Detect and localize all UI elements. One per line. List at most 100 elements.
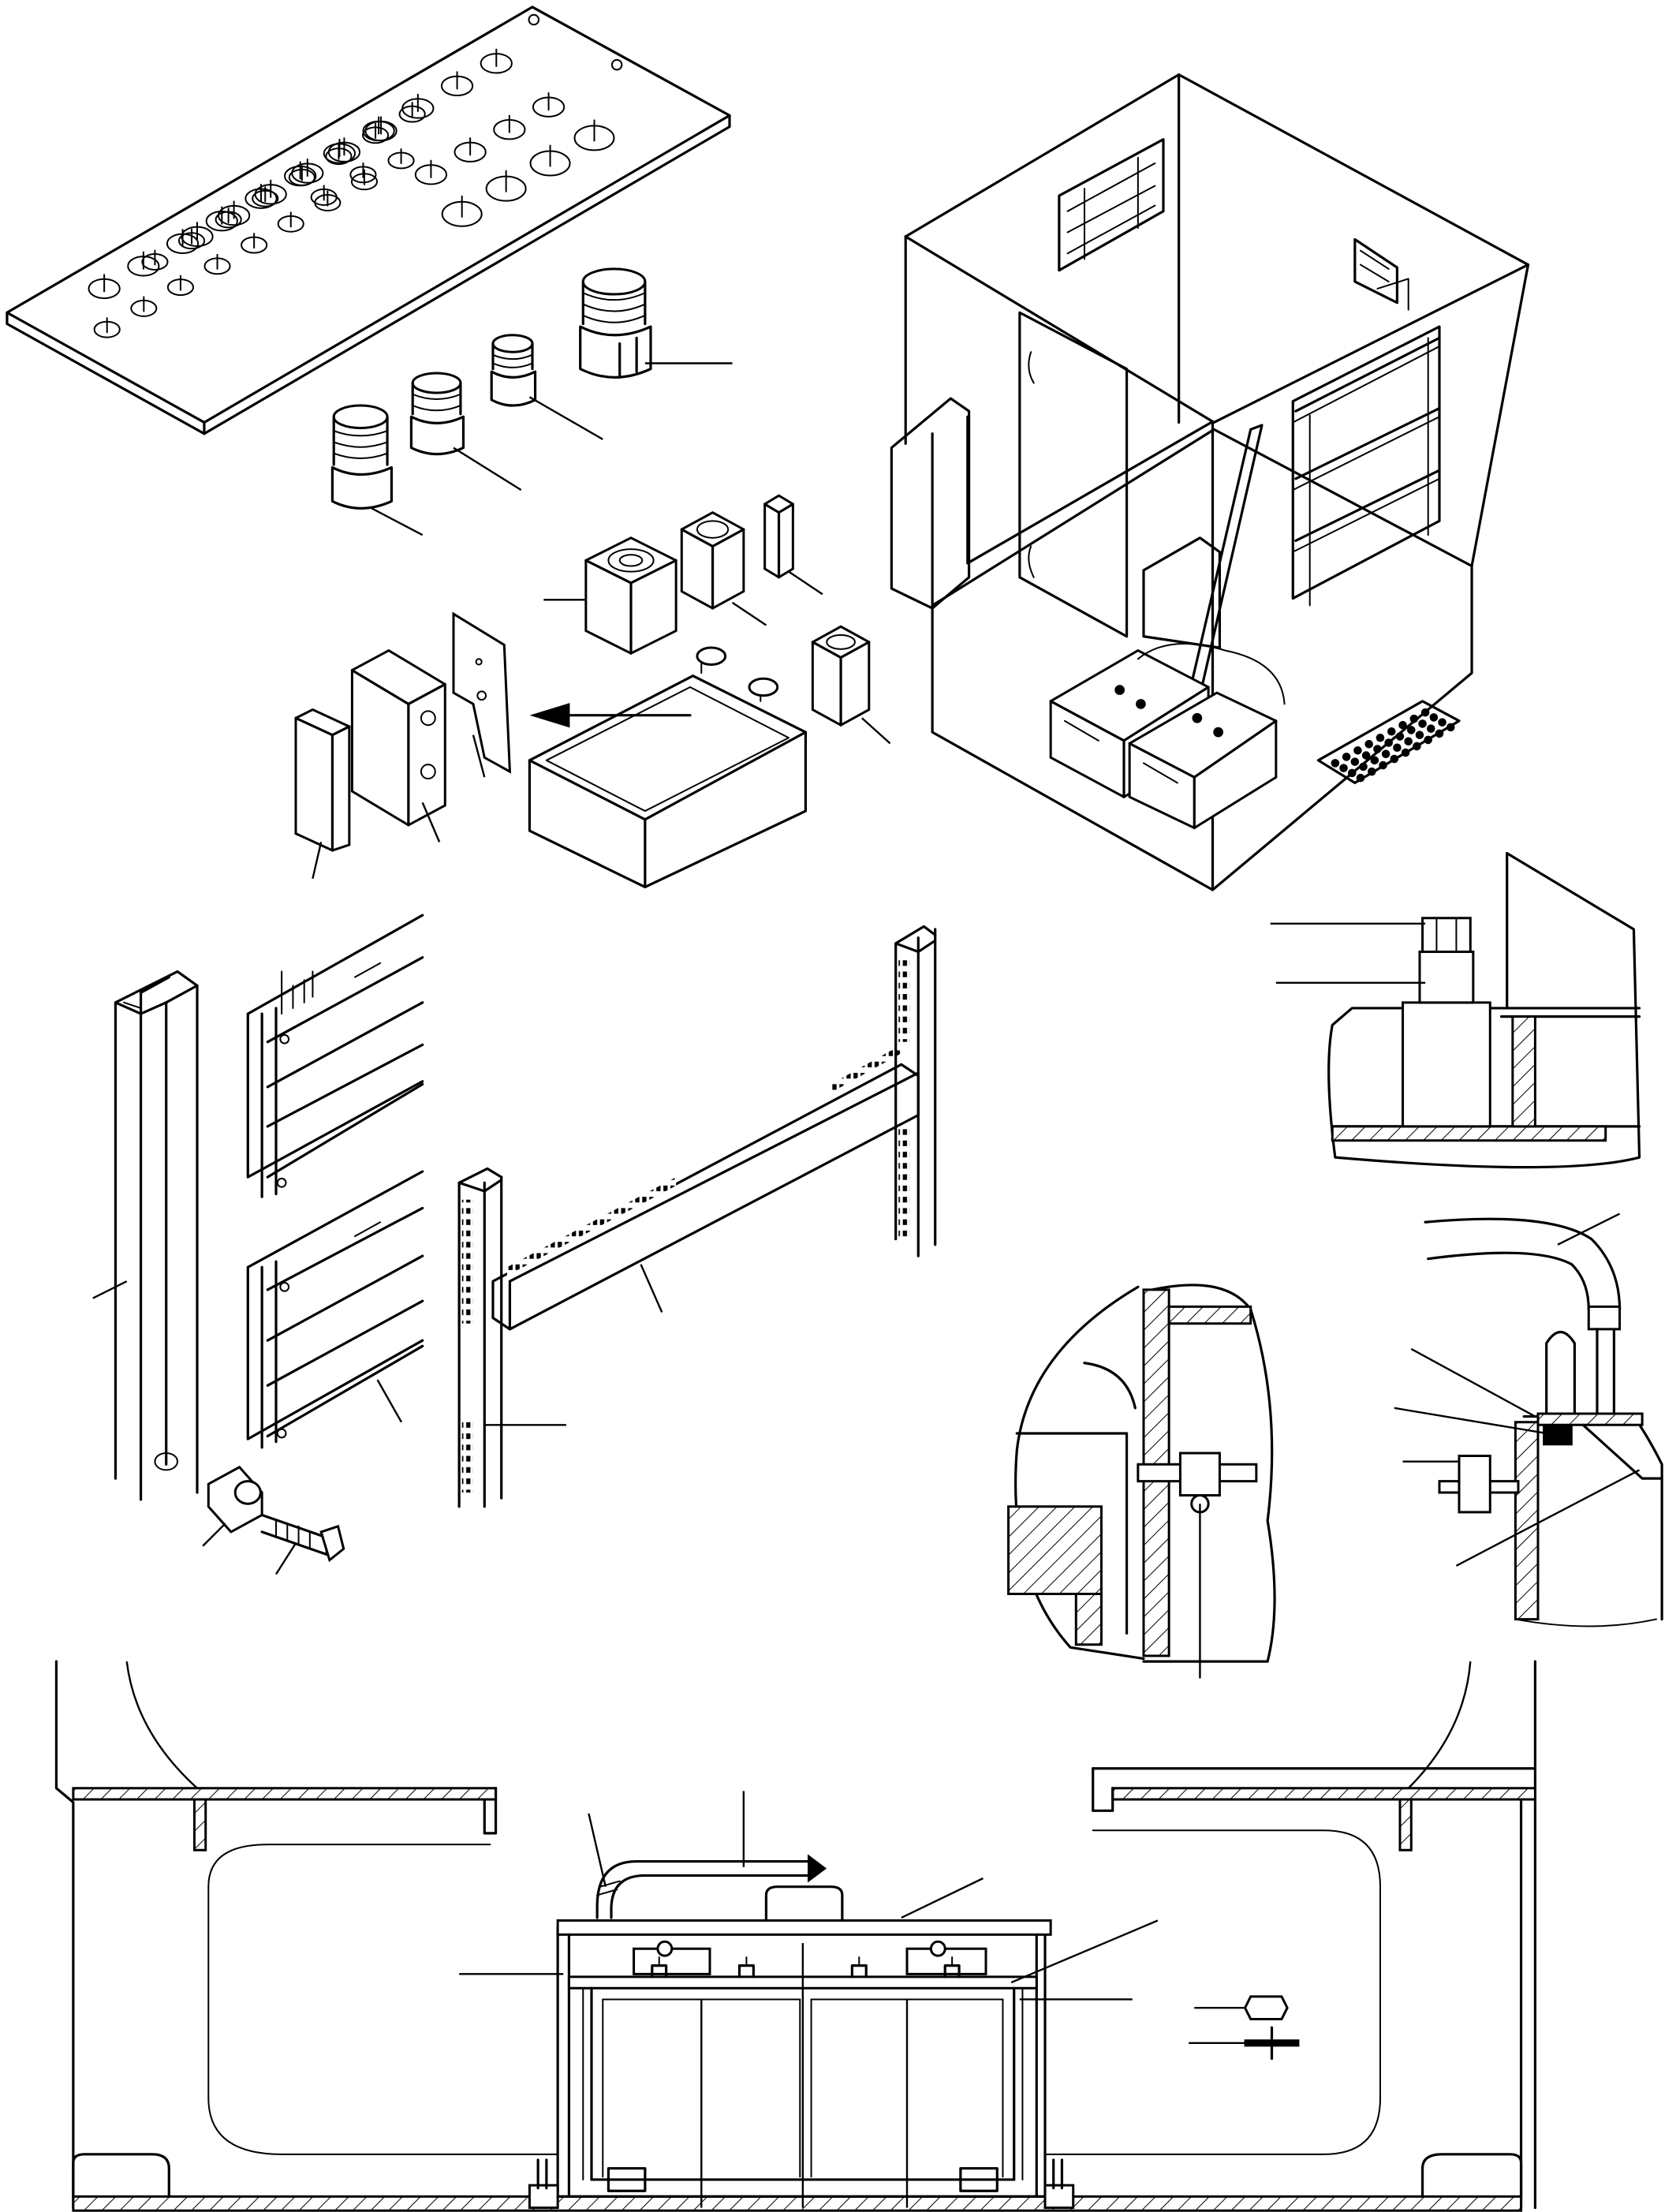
cable-glands [332,269,732,535]
plate-hole [363,124,388,143]
mini-hole [1447,724,1454,731]
post-right [896,926,935,1256]
mini-hole [1391,756,1398,763]
mini-hole [1399,722,1406,729]
mini-hole [1332,760,1339,767]
plate-hole [218,201,249,225]
plate-hole [481,50,512,73]
arrow [532,704,690,727]
mini-hole [1439,719,1446,726]
plate-hole [204,255,230,274]
plate-hole [442,72,472,95]
post-left [459,1168,566,1506]
plate-hole [142,251,167,270]
spacer-pin [765,495,823,594]
rack-frame [93,915,935,1574]
plate-hole [494,116,524,140]
cable-gland-medium [411,373,521,490]
plate-hole [326,145,351,164]
plate-bolt [740,1957,754,1977]
mini-hole [1357,775,1364,782]
plate-hole [487,171,526,201]
plate-holes [89,50,614,338]
plate-bolt [852,1957,866,1977]
plate-bolt [945,1957,959,1977]
mini-hole [1411,716,1418,723]
channel-upright-left [93,972,197,1500]
mini-hole [1377,734,1384,742]
mini-hole [1349,770,1356,777]
plate-bolt [652,1957,666,1977]
plate-hole [533,93,564,117]
plate-hole [131,297,156,316]
plate-hole [292,159,323,183]
mini-hole [1383,751,1390,758]
mini-plate-holes [1332,709,1454,782]
plate-hole [241,234,267,252]
clamp-detail [1009,1285,1275,1679]
spacer-block-right [812,626,890,743]
plate-hole [168,276,193,295]
mini-hole [1372,757,1379,764]
mini-hole [1340,764,1347,772]
cable-gland-large [580,269,733,377]
plate-hole [442,196,482,226]
gland-plate [7,7,730,434]
mini-hole [1363,752,1370,759]
plate-hole [278,212,304,231]
mini-hole [1402,749,1409,757]
anchor-detail [1271,854,1640,1168]
mini-hole [1360,764,1367,771]
plate-hole [181,222,212,246]
plate-hole [256,181,286,204]
mini-hole [1354,747,1361,754]
mini-hole [1428,725,1435,732]
mini-hole [1397,733,1404,740]
mini-hole [1408,727,1415,734]
spacer-block-medium [681,513,766,626]
installation-section [56,1661,1535,2210]
clamp-bracket [352,651,445,843]
spacer-block-large [543,538,676,653]
rubber-pad [296,710,349,879]
mini-hole [1343,753,1350,760]
battery-mounting-parts [296,495,890,887]
mini-hole [1394,744,1401,751]
plate-hole [455,138,486,162]
plate-hole [289,166,315,185]
cable-gland-small [491,335,603,439]
mini-hole [1413,743,1420,750]
mini-hole [1365,741,1372,748]
plate-hole [400,103,425,121]
crossbar [493,1044,918,1329]
plate-hole [252,187,278,206]
plate-hole [329,138,360,162]
plate-hole [365,117,396,140]
cable-gland-xl [332,405,422,535]
plate-hole [350,163,375,182]
mini-hole [1419,720,1426,727]
mini-hole [1368,768,1376,775]
cable-entry-detail [1394,1214,1662,1627]
mini-hole [1352,758,1359,765]
plate-hole [531,146,570,176]
plate-hole [575,120,614,150]
plate-hole [312,185,337,204]
bolt-set [155,1453,343,1574]
plate-hole [416,161,446,185]
mini-hole [1385,739,1392,746]
mounting-bracket [454,614,510,777]
battery-tray [529,648,805,887]
mini-hole [1379,762,1387,769]
mini-hole [1431,714,1438,721]
rail-upper [248,915,422,1197]
plate-hole [216,208,241,227]
mini-hole [1417,731,1424,738]
mini-hole [1374,745,1381,753]
mini-hole [1388,728,1395,735]
mini-hole [1436,730,1443,738]
mini-hole [1405,738,1412,745]
mini-hole [1424,737,1432,744]
battery-cabinet [891,75,1528,890]
cabinet-batteries [1051,644,1284,828]
